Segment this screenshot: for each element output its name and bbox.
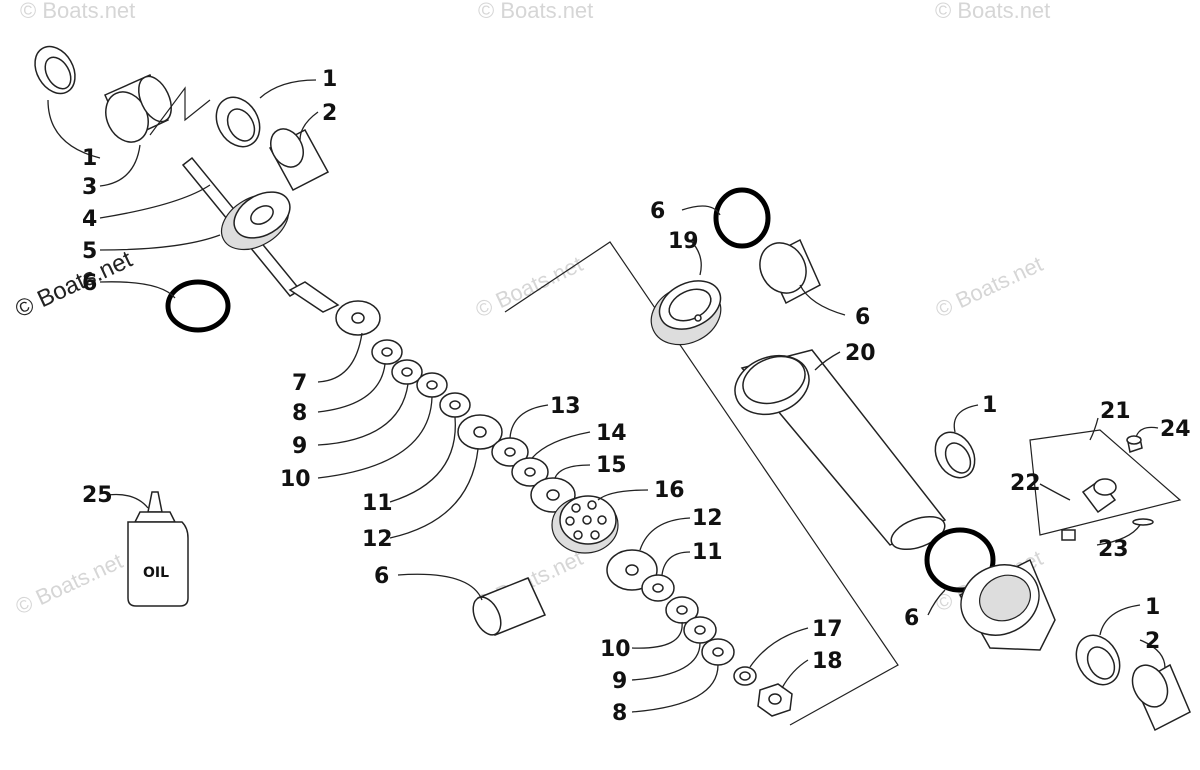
callout-9: 9 — [612, 669, 627, 694]
piston-19 — [650, 280, 722, 346]
valve-kit-bracket — [1029, 429, 1182, 536]
callout-6: 6 — [82, 271, 97, 296]
o-ring-6-top — [165, 279, 231, 333]
callout-23: 23 — [1098, 537, 1129, 562]
callout-7: 7 — [292, 371, 307, 396]
callout-11: 11 — [692, 540, 723, 565]
callout-1: 1 — [1145, 595, 1160, 620]
washer-stack — [335, 300, 576, 513]
bushing-1-right — [934, 431, 976, 479]
callout-24: 24 — [1160, 417, 1191, 442]
callout-22: 22 — [1010, 471, 1041, 496]
watermark-text: © Boats.net — [478, 0, 593, 23]
callout-16: 16 — [654, 478, 685, 503]
callout-1: 1 — [82, 146, 97, 171]
valve-piece — [1061, 529, 1076, 541]
callout-8: 8 — [612, 701, 627, 726]
callout-1: 1 — [982, 393, 997, 418]
leader-lines — [47, 79, 1166, 713]
callout-15: 15 — [596, 453, 627, 478]
bushing-1-top — [215, 96, 261, 148]
watermark-text: © Boats.net — [932, 251, 1047, 322]
callout-2: 2 — [1145, 629, 1160, 654]
callout-18: 18 — [812, 649, 843, 674]
callout-6: 6 — [904, 606, 919, 631]
watermark-primary: © Boats.net — [11, 246, 137, 324]
oil-bottle-25: OIL — [127, 491, 189, 607]
callout-25: 25 — [82, 483, 113, 508]
wear-band-6-right — [759, 238, 821, 305]
callout-20: 20 — [845, 341, 876, 366]
oil-label: OIL — [143, 565, 169, 581]
callout-labels: 1 2 1 3 4 5 6 7 8 9 10 11 12 13 14 15 16… — [82, 67, 1191, 726]
spacer-2-bottom-right — [1131, 663, 1191, 732]
callout-19: 19 — [668, 229, 699, 254]
lock-washer-17 — [733, 666, 757, 686]
callout-9: 9 — [292, 434, 307, 459]
callout-10: 10 — [600, 637, 631, 662]
callout-1: 1 — [322, 67, 337, 92]
callout-6: 6 — [855, 305, 870, 330]
callout-5: 5 — [82, 239, 97, 264]
offset-line — [149, 86, 211, 136]
assembly-bracket — [504, 241, 899, 726]
callout-12: 12 — [692, 506, 723, 531]
o-ring-6-right — [924, 527, 996, 593]
callout-10: 10 — [280, 467, 311, 492]
sleeve-3 — [104, 73, 172, 143]
o-ring-23 — [1132, 518, 1154, 526]
callout-3: 3 — [82, 175, 97, 200]
watermark-text: © Boats.net — [20, 0, 135, 23]
callout-13: 13 — [550, 394, 581, 419]
callout-21: 21 — [1100, 399, 1131, 424]
wear-band-6-left — [472, 577, 547, 636]
body-eyelet — [958, 558, 1056, 651]
cylinder-20 — [734, 349, 947, 551]
spacer-2-top — [268, 128, 330, 192]
callout-4: 4 — [82, 207, 97, 232]
bushing-1-bottom-right — [1075, 634, 1121, 686]
valve-22 — [1081, 478, 1117, 514]
callout-6: 6 — [650, 199, 665, 224]
watermark-text: © Boats.net — [472, 251, 587, 322]
screw-24 — [1126, 435, 1143, 453]
callout-14: 14 — [596, 421, 627, 446]
shaft-4 — [181, 156, 340, 313]
callout-2: 2 — [322, 101, 337, 126]
watermark-text: © Boats.net — [935, 0, 1050, 23]
callout-6: 6 — [374, 564, 389, 589]
nut-18 — [757, 683, 793, 717]
piston-16 — [551, 495, 619, 554]
callout-12: 12 — [362, 527, 393, 552]
bushing-top-left — [34, 45, 76, 95]
callout-8: 8 — [292, 401, 307, 426]
watermark-text: © Boats.net — [12, 548, 127, 619]
callout-17: 17 — [812, 617, 843, 642]
o-ring-6-center — [713, 187, 771, 249]
callout-11: 11 — [362, 491, 393, 516]
